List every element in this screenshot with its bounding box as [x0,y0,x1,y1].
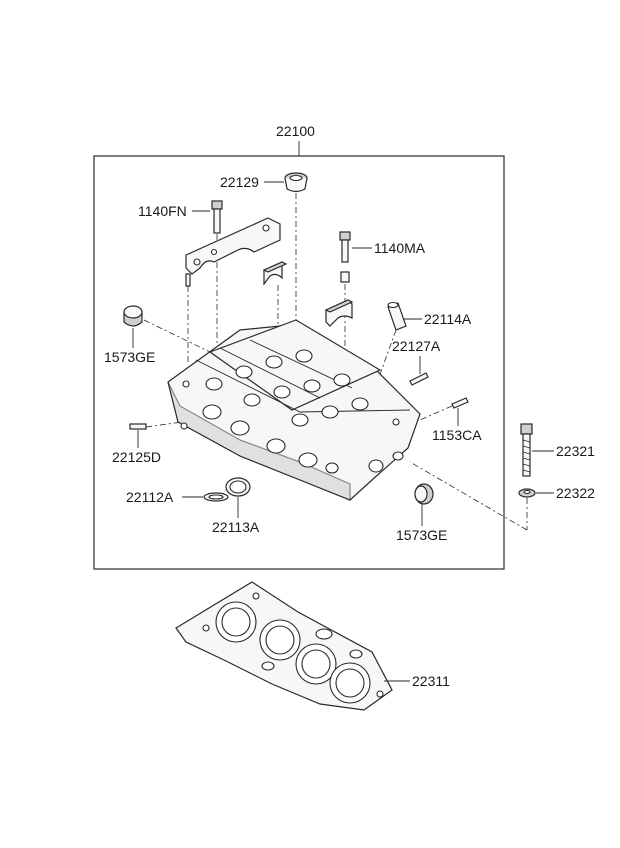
part-22127A-stud [409,372,429,386]
part-1140MA-bolt [339,231,351,283]
part-1140FN-bolt [211,200,223,234]
label-22125D: 22125D [112,449,161,465]
label-1153CA: 1153CA [432,427,482,443]
assembly-frame [93,155,505,570]
part-22322-washer [518,488,536,498]
label-1573GE-left: 1573GE [104,349,155,365]
label-22112A: 22112A [126,489,174,505]
part-22311-head-gasket [175,581,393,711]
part-22114A-guide [387,301,407,331]
label-22322: 22322 [556,485,595,501]
part-1573GE-right-plug [414,483,434,505]
axis-1573GE-left [143,319,211,353]
cam-cap-right [324,299,354,327]
cylinder-head-main [167,319,421,501]
axis-22125D [145,421,183,428]
axis-to-head [409,461,528,531]
part-22112A-seal [203,492,229,502]
part-22129-cap [284,172,308,193]
label-1140MA: 1140MA [374,240,426,256]
label-22321: 22321 [556,443,595,459]
label-1573GE-right: 1573GE [396,527,447,543]
part-1573GE-left-plug [123,305,143,327]
cam-cap-middle [262,261,288,286]
part-22113A-seal [225,477,251,497]
label-1140FN: 1140FN [138,203,187,219]
axis-22114A [377,329,397,381]
part-22321-bolt [520,423,533,477]
label-22113A: 22113A [212,519,260,535]
part-22125D-stud [129,423,147,430]
label-22127A: 22127A [392,338,441,354]
axis-1153CA [419,405,453,421]
label-22311: 22311 [412,673,450,689]
label-22129: 22129 [220,174,259,190]
part-1153CA-stud [451,397,469,409]
cam-cap-bridge [185,217,281,287]
assembly-label: 22100 [276,123,315,139]
label-22114A: 22114A [424,311,472,327]
